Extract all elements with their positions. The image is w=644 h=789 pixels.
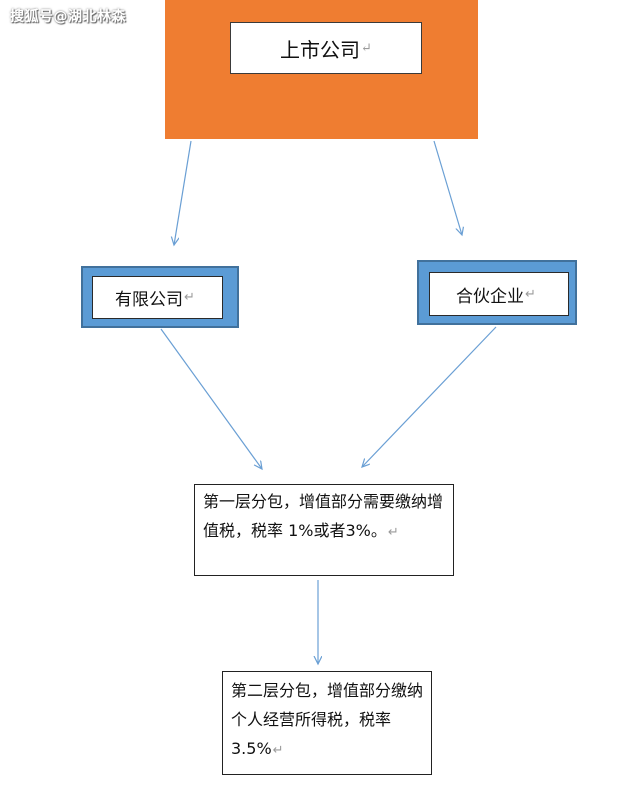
arrow-left-to-layer1	[160, 328, 262, 469]
node-limited-company-label: 有限公司	[115, 290, 183, 310]
paragraph-mark-icon: ↵	[361, 40, 372, 56]
node-partnership-label: 合伙企业	[456, 286, 524, 307]
node-listed-company-label: 上市公司	[280, 37, 361, 62]
first-layer-text: 第一层分包，增值部分需要缴纳增值税，税率 1%或者3%。	[203, 492, 444, 540]
paragraph-mark-icon: ↵	[525, 286, 536, 302]
watermark: 搜狐号@湖北林森	[10, 9, 126, 25]
paragraph-mark-icon: ↵	[387, 525, 399, 540]
node-second-layer-subcontract: 第二层分包，增值部分缴纳个人经营所得税，税率 3.5%↵	[222, 671, 432, 775]
node-partnership: 合伙企业↵	[429, 272, 569, 316]
paragraph-mark-icon: ↵	[184, 290, 195, 305]
node-limited-company: 有限公司↵	[92, 276, 223, 319]
node-listed-company: 上市公司↵	[230, 22, 422, 74]
arrow-top-to-left	[174, 140, 192, 245]
node-first-layer-subcontract: 第一层分包，增值部分需要缴纳增值税，税率 1%或者3%。↵	[194, 484, 454, 576]
paragraph-mark-icon: ↵	[272, 743, 284, 758]
second-layer-text: 第二层分包，增值部分缴纳个人经营所得税，税率 3.5%	[231, 681, 424, 758]
arrow-top-to-right	[433, 140, 462, 235]
arrow-right-to-layer1	[362, 326, 497, 467]
